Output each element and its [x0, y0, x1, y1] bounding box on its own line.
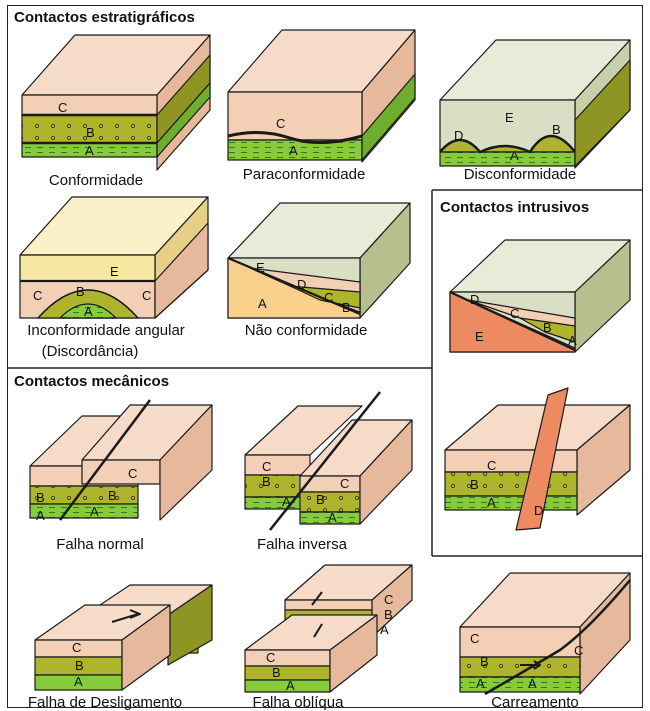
block-angular-unconformity — [20, 197, 208, 318]
layer-label-a: A — [380, 622, 389, 637]
layer-label-c: C — [384, 592, 393, 607]
layer-label-e: E — [256, 260, 265, 275]
layer-label-a: A — [74, 674, 83, 689]
section-title-stratigraphic: Contactos estratigráficos — [14, 9, 195, 26]
caption-nonconformity: Não conformidade — [245, 322, 368, 339]
layer-label-c: C — [266, 650, 275, 665]
layer-label-c: C — [324, 290, 333, 305]
layer-label-c: C — [574, 643, 583, 658]
layer-label-d: D — [534, 503, 543, 518]
block-normal-fault — [30, 400, 212, 520]
layer-label-b: B — [543, 320, 552, 335]
layer-label-b: B — [552, 122, 561, 137]
layer-label-a: A — [84, 304, 93, 319]
layer-label-e: E — [110, 264, 119, 279]
caption-thrust: Carreamento — [491, 694, 579, 711]
layer-label-b: B — [272, 665, 281, 680]
layer-label-c: C — [72, 640, 81, 655]
block-disconformity — [440, 40, 630, 168]
layer-label-a: A — [487, 495, 496, 510]
layer-label-c: C — [128, 466, 137, 481]
layer-label-c: C — [487, 458, 496, 473]
caption-normal-fault: Falha normal — [56, 536, 144, 553]
section-title-intrusive: Contactos intrusivos — [440, 199, 589, 216]
layer-label-b: B — [86, 125, 95, 140]
caption-strike-slip-fault: Falha de Desligamento — [28, 694, 182, 711]
block-conformity — [22, 35, 210, 170]
layer-label-b: B — [262, 474, 271, 489]
layer-label-a: A — [528, 676, 537, 691]
layer-label-c: C — [33, 288, 42, 303]
layer-label-c: C — [262, 459, 271, 474]
layer-label-b: B — [480, 654, 489, 669]
block-strike-slip-fault — [35, 585, 212, 690]
layer-label-a: A — [510, 148, 519, 163]
caption-discordance: (Discordância) — [42, 343, 139, 360]
layer-label-a: A — [258, 296, 267, 311]
layer-label-c: C — [340, 476, 349, 491]
layer-label-d: D — [470, 292, 479, 307]
caption-reverse-fault: Falha inversa — [257, 536, 347, 553]
block-paraconformity — [228, 30, 415, 162]
layer-label-c: C — [58, 100, 67, 115]
layer-label-a: A — [282, 494, 291, 509]
caption-conformity: Conformidade — [49, 172, 143, 189]
block-thrust — [460, 573, 630, 694]
layer-label-a: A — [476, 676, 485, 691]
layer-label-a: A — [85, 143, 94, 158]
caption-disconformity: Disconformidade — [464, 166, 577, 183]
layer-label-b: B — [470, 477, 479, 492]
section-title-mechanical: Contactos mecânicos — [14, 373, 169, 390]
layer-label-b: B — [316, 492, 325, 507]
layer-label-c: C — [470, 631, 479, 646]
layer-label-d: D — [454, 128, 463, 143]
layer-label-b: B — [342, 300, 351, 315]
layer-label-a: A — [568, 333, 577, 348]
caption-angular-unconformity: Inconformidade angular — [27, 322, 185, 339]
layer-label-c: C — [510, 306, 519, 321]
layer-label-b: B — [76, 284, 85, 299]
layer-label-a: A — [289, 143, 298, 158]
layer-label-e: E — [475, 329, 484, 344]
caption-paraconformity: Paraconformidade — [243, 166, 366, 183]
layer-label-c: C — [276, 116, 285, 131]
layer-label-a: A — [36, 508, 45, 523]
layer-label-a: A — [328, 510, 337, 525]
layer-label-b: B — [384, 607, 393, 622]
caption-oblique-fault: Falha oblíqua — [253, 694, 344, 711]
layer-label-a: A — [286, 678, 295, 693]
layer-label-c: C — [142, 288, 151, 303]
layer-label-b: B — [108, 488, 117, 503]
layer-label-b: B — [75, 658, 84, 673]
layer-label-a: A — [90, 504, 99, 519]
layer-label-b: B — [36, 490, 45, 505]
layer-label-d: D — [297, 277, 306, 292]
layer-label-e: E — [505, 110, 514, 125]
